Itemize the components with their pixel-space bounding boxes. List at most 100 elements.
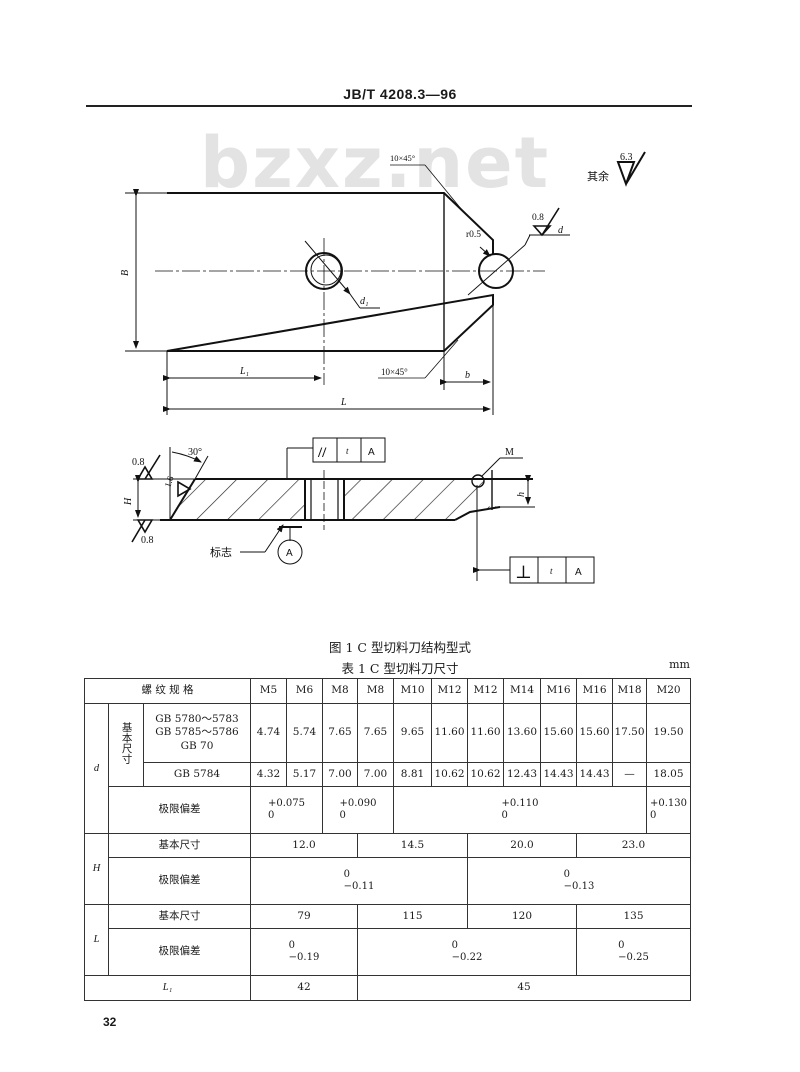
cell: 5.17 [286, 762, 323, 787]
roughness-rest-value: 6.3 [620, 152, 633, 163]
dim-H-label: H [123, 497, 134, 506]
hole-d-label: d [558, 225, 564, 236]
table-row-H-tolerance: 极限偏差 0−0.11 0−0.13 [85, 857, 691, 905]
cell: 7.65 [357, 703, 394, 763]
cell: 10.62 [467, 762, 504, 787]
table-row-d-group2: GB 5784 4.32 5.17 7.00 7.00 8.81 10.62 1… [85, 762, 691, 787]
dimensions-table: 螺 纹 规 格 M5 M6 M8 M8 M10 M12 M12 M14 M16 … [84, 678, 691, 1001]
H-tol-label: 极限偏差 [108, 857, 251, 905]
table-header-row: 螺 纹 规 格 M5 M6 M8 M8 M10 M12 M12 M14 M16 … [84, 678, 691, 704]
L-symbol: L [84, 904, 109, 976]
d-basic-label: 基本尺寸 [108, 703, 144, 787]
cell: 7.00 [322, 762, 358, 787]
table-caption: 表 1 C 型切料刀尺寸 [341, 661, 459, 676]
table-row-L-tolerance: 极限偏差 0−0.19 0−0.22 0−0.25 [85, 928, 691, 976]
page-number: 32 [103, 1015, 117, 1029]
dim-B-label: B [120, 270, 131, 276]
cell: 10.62 [431, 762, 468, 787]
figure-caption: 图 1 C 型切料刀结构型式 [329, 640, 471, 655]
cell: 15.60 [576, 703, 613, 763]
table-row-L-basic: L 基本尺寸 79 115 120 135 [84, 904, 691, 976]
radius-label: r0.5 [466, 230, 481, 240]
tol-cell: 0−0.25 [576, 928, 691, 976]
size-col: M8 [357, 678, 394, 704]
parallelism-icon: // [317, 445, 327, 461]
hole-d1-label: d₁ [360, 296, 368, 307]
cell: 9.65 [393, 703, 432, 763]
d-symbol: d [84, 703, 109, 834]
dim-L1-label: L₁ [239, 366, 249, 377]
cell: 12.43 [503, 762, 541, 787]
perp-datum: A [575, 567, 582, 578]
dim-h-label: h [516, 492, 527, 497]
perp-tol: t [550, 566, 553, 576]
cell: 79 [250, 904, 358, 929]
chamfer-bottom-label: 10×45° [381, 367, 408, 377]
standard-code-header: JB/T 4208.3—96 [343, 86, 457, 102]
cell: 15.60 [540, 703, 577, 763]
cell: 23.0 [576, 833, 691, 858]
std-group-2: GB 5784 [143, 762, 251, 787]
cell: 20.0 [467, 833, 577, 858]
table-row-d-group1: d 基本尺寸 GB 5780～5783 GB 5785～5786 GB 70 4… [84, 703, 691, 834]
d-tol-label: 极限偏差 [108, 786, 251, 834]
tol-cell: 0−0.11 [250, 857, 468, 905]
roughness-rest-label: 其余 [587, 169, 609, 183]
cell: 19.50 [646, 703, 691, 763]
parallel-datum: A [368, 447, 375, 458]
dim-L-label: L [340, 397, 347, 408]
cell: 11.60 [467, 703, 504, 763]
cell: 7.65 [322, 703, 358, 763]
H-symbol: H [84, 833, 109, 905]
top-view-labels: B L₁ L b d₁ d r0.5 10×45° 10×45° 0.8 6.3… [120, 152, 633, 408]
cell: 12.0 [250, 833, 358, 858]
cell: 120 [467, 904, 577, 929]
cell: 135 [576, 904, 691, 929]
watermark: bzxz.net [200, 122, 551, 204]
cell: — [612, 762, 647, 787]
top-view [125, 151, 646, 415]
cell: 5.74 [286, 703, 323, 763]
std-group-1: GB 5780～5783 GB 5785～5786 GB 70 [143, 703, 251, 763]
size-col: M5 [250, 678, 287, 704]
cell: 4.32 [250, 762, 287, 787]
table-row-L1: L₁ 42 45 [84, 975, 691, 1001]
header-rule [86, 105, 692, 107]
perpendicularity-icon: ⊥ [515, 562, 532, 582]
unit-label: mm [669, 658, 690, 671]
size-col: M10 [393, 678, 432, 704]
cell: 18.05 [646, 762, 691, 787]
datum-A-label: A [286, 548, 293, 559]
table-row-H-basic: H 基本尺寸 12.0 14.5 20.0 23.0 [84, 833, 691, 905]
roughness-top-value: 0.8 [132, 457, 145, 468]
cell: 42 [250, 975, 358, 1001]
size-col: M12 [431, 678, 468, 704]
cell: 17.50 [612, 703, 647, 763]
angle-label: 30° [188, 447, 202, 458]
cell: 13.60 [503, 703, 541, 763]
side-view-labels: 30° 0.8 0.8 1.6 H h M 标志 A // t A ⊥ t A [123, 445, 582, 582]
size-col: M20 [646, 678, 691, 704]
chamfer-top-label: 10×45° [390, 153, 415, 163]
size-col: M16 [576, 678, 613, 704]
cell: 11.60 [431, 703, 468, 763]
cell: 115 [357, 904, 468, 929]
cell: 14.5 [357, 833, 468, 858]
roughness-hole-value: 0.8 [532, 213, 544, 223]
size-col: M14 [503, 678, 541, 704]
tol-cell: 0−0.19 [250, 928, 358, 976]
marking-label: 标志 [210, 545, 232, 559]
L-basic-label: 基本尺寸 [108, 904, 251, 929]
size-col: M8 [322, 678, 358, 704]
roughness-bevel-value: 1.6 [162, 474, 175, 488]
cell: 7.00 [357, 762, 394, 787]
side-view [131, 437, 595, 584]
thread-spec-header: 螺 纹 规 格 [84, 678, 251, 704]
L1-symbol: L₁ [84, 975, 251, 1001]
cell: 4.74 [250, 703, 287, 763]
